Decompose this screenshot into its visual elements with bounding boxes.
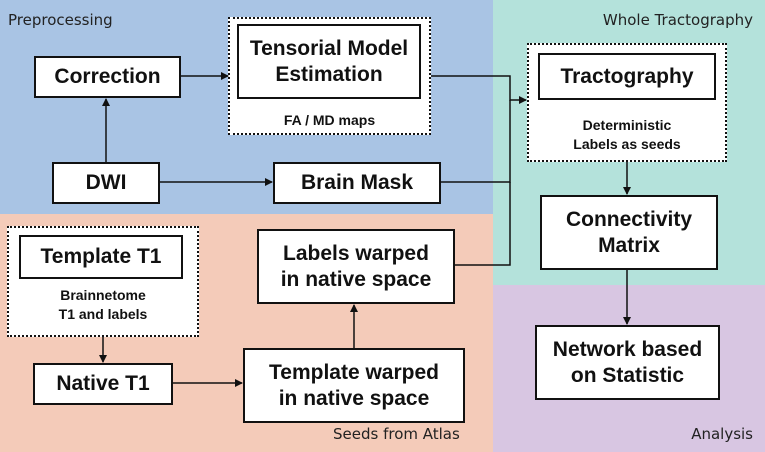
- native-t1-box: Native T1: [33, 363, 173, 405]
- label-preprocessing: Preprocessing: [8, 11, 113, 29]
- correction-box: Correction: [34, 56, 181, 98]
- tractography-box: Tractography: [538, 53, 716, 100]
- label-seeds-from-atlas: Seeds from Atlas: [333, 425, 460, 443]
- labels-warped-box: Labels warped in native space: [257, 229, 455, 304]
- label-analysis: Analysis: [691, 425, 753, 443]
- label-whole-tractography: Whole Tractography: [602, 11, 753, 29]
- template-t1-box: Template T1: [19, 235, 183, 279]
- connectivity-matrix-box: Connectivity Matrix: [540, 195, 718, 270]
- tensorial-model-box: Tensorial Model Estimation: [237, 24, 421, 99]
- template-t1-sub-label: Brainnetome T1 and labels: [58, 287, 148, 322]
- fa-md-maps-label: FA / MD maps: [283, 112, 376, 128]
- dwi-box: DWI: [52, 162, 160, 204]
- line-labels-junction: [455, 182, 511, 266]
- network-statistic-box: Network based on Statistic: [535, 325, 720, 400]
- arrow-tensorial-tractography: [431, 75, 527, 104]
- template-warped-box: Template warped in native space: [243, 348, 465, 423]
- line-brainmask-junction: [441, 100, 511, 183]
- brain-mask-box: Brain Mask: [273, 162, 441, 204]
- tractography-sub-label: Deterministic Labels as seeds: [573, 117, 681, 152]
